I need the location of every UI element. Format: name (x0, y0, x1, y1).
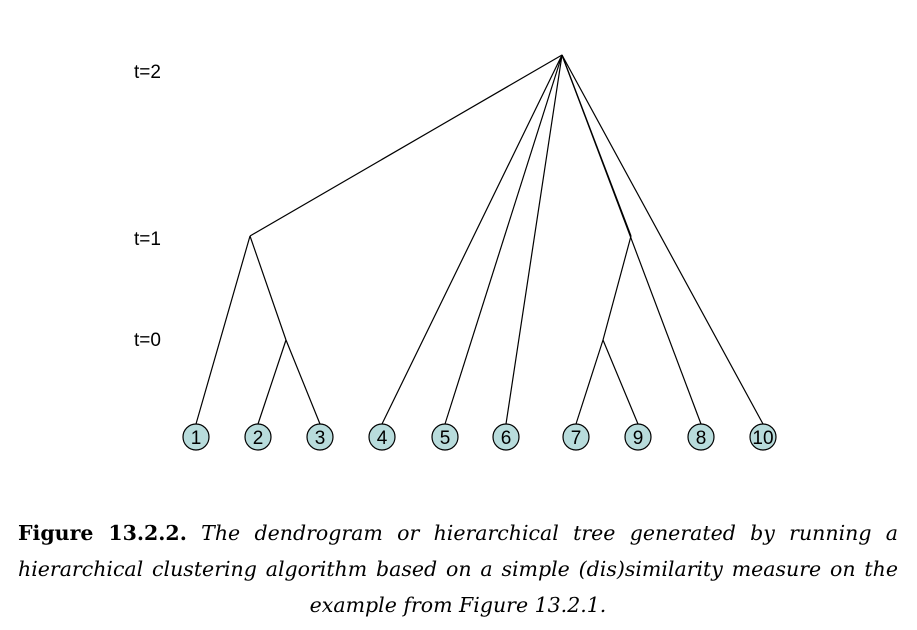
leaf-node-5: 5 (431, 423, 459, 451)
leaf-node-6: 6 (492, 423, 520, 451)
edge-root-leaf-5 (444, 54, 563, 425)
edge-a-b (249, 235, 287, 341)
edge-a-leaf-1 (195, 235, 251, 425)
level-label-t2: t=2 (134, 62, 161, 83)
edge-d-leaf-7 (575, 339, 604, 425)
leaf-label-3: 3 (315, 428, 326, 449)
leaf-label-5: 5 (440, 428, 451, 449)
leaf-label-9: 9 (633, 428, 644, 449)
leaf-node-8: 8 (687, 423, 715, 451)
leaf-node-1: 1 (182, 423, 210, 451)
edge-root-leaf-10 (561, 54, 764, 425)
caption-label: Figure 13.2.2. (18, 521, 187, 545)
caption-text: The dendrogram or hierarchical tree gene… (18, 521, 899, 617)
edge-root-c (561, 54, 632, 237)
dendrogram: 1 2 3 4 5 6 7 9 8 10 (182, 54, 777, 451)
leaf-node-4: 4 (368, 423, 396, 451)
level-label-t1: t=1 (134, 229, 161, 250)
figure-caption: Figure 13.2.2. The dendrogram or hierarc… (18, 515, 898, 623)
edge-c-d (602, 235, 632, 341)
leaf-circle-3 (306, 423, 334, 451)
edge-b-leaf-3 (285, 339, 321, 425)
leaf-circle-4 (368, 423, 396, 451)
level-label-t0: t=0 (134, 330, 161, 351)
leaf-circle-9 (624, 423, 652, 451)
edge-b-leaf-2 (257, 339, 287, 425)
dendrogram-leaves: 1 2 3 4 5 6 7 9 8 10 (182, 423, 777, 451)
dendrogram-edges (195, 54, 764, 425)
leaf-label-4: 4 (377, 428, 388, 449)
leaf-node-3: 3 (306, 423, 334, 451)
leaf-node-10: 10 (749, 423, 777, 451)
edge-root-a (249, 54, 563, 237)
leaf-circle-1 (182, 423, 210, 451)
edge-root-leaf-4 (381, 54, 563, 425)
leaf-label-7: 7 (571, 428, 582, 449)
leaf-label-10: 10 (752, 428, 773, 449)
leaf-circle-10 (749, 423, 777, 451)
leaf-circle-2 (244, 423, 272, 451)
leaf-label-6: 6 (501, 428, 512, 449)
leaf-circle-7 (562, 423, 590, 451)
leaf-label-8: 8 (696, 428, 707, 449)
leaf-node-7: 7 (562, 423, 590, 451)
edge-root-leaf-6 (505, 54, 563, 425)
leaf-label-1: 1 (191, 428, 202, 449)
edge-d-leaf-9 (602, 339, 639, 425)
leaf-label-2: 2 (253, 428, 264, 449)
leaf-circle-8 (687, 423, 715, 451)
leaf-circle-6 (492, 423, 520, 451)
leaf-node-2: 2 (244, 423, 272, 451)
leaf-circle-5 (431, 423, 459, 451)
leaf-node-9: 9 (624, 423, 652, 451)
